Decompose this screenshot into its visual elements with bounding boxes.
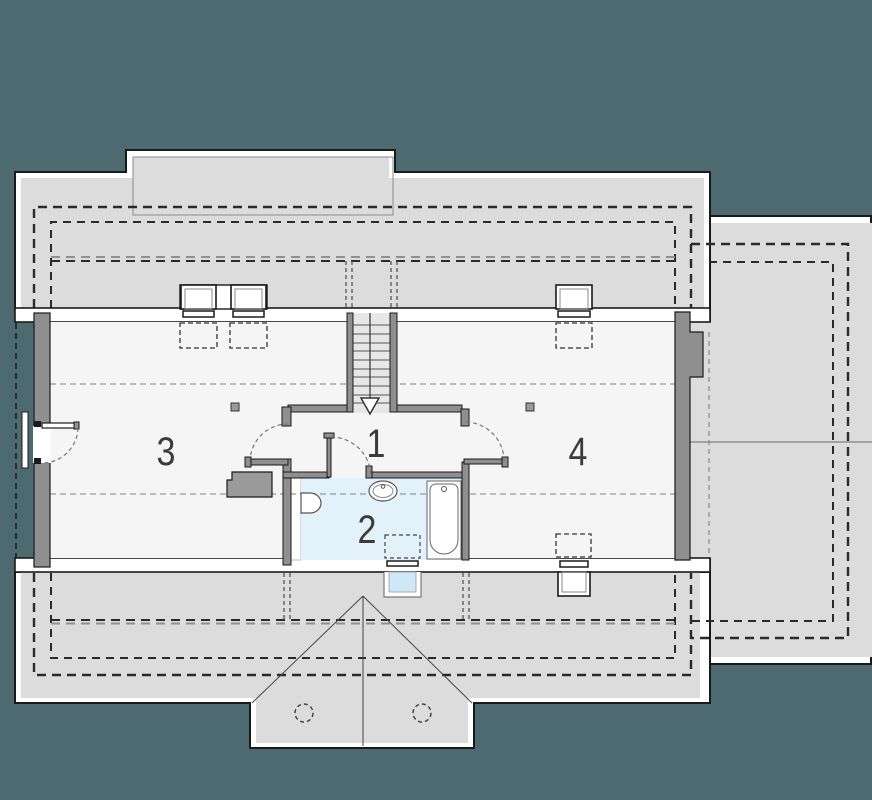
dormer-hip-right xyxy=(362,595,473,704)
chimney-box-inner xyxy=(184,288,213,310)
garage-eaves-dashed-outer xyxy=(691,242,850,640)
stair-treads xyxy=(353,324,390,404)
stairwell-wall-right xyxy=(389,312,398,413)
door-opening xyxy=(33,426,51,463)
chimney-dashed-projection xyxy=(179,322,218,349)
door-leaf-cap xyxy=(323,432,335,439)
interior-walls xyxy=(281,312,470,566)
eaves-dashed-inner-top xyxy=(50,221,676,308)
hall-wall-right xyxy=(396,404,463,413)
door-swing-arc xyxy=(330,436,372,478)
exterior-wall-right-gable xyxy=(674,311,704,561)
room-label-1: 1 xyxy=(367,420,386,465)
chimney-wall-vent xyxy=(232,310,265,318)
garage-eaves-dashed-inner xyxy=(691,261,834,622)
column-marker xyxy=(230,402,240,412)
hall-wall-left xyxy=(287,404,348,413)
door-jamb xyxy=(281,406,292,427)
door-jamb xyxy=(34,421,41,427)
balcony-rail xyxy=(21,411,29,469)
bathroom-dashed-projection xyxy=(384,534,421,559)
door-swing-arc xyxy=(249,423,289,463)
roof-top-surface xyxy=(21,157,704,309)
garage-roof-surface xyxy=(711,223,872,657)
bathroom-ledge xyxy=(290,477,302,561)
room-label-4: 4 xyxy=(569,428,588,473)
roof-opening-circle-left xyxy=(294,703,314,723)
door-jamb xyxy=(460,408,470,427)
bathtub-tap xyxy=(441,486,447,492)
chimney-box-inner xyxy=(559,288,589,310)
chimney-bottom xyxy=(555,533,592,597)
chimney-box-inner xyxy=(561,571,587,593)
door-leaf-cap xyxy=(73,421,80,430)
dormer-hip-left xyxy=(251,595,364,704)
roof-window-sill xyxy=(386,560,419,567)
bathtub-basin xyxy=(429,483,459,555)
door-leaf-cap xyxy=(501,456,509,468)
room-label-3: 3 xyxy=(157,428,176,473)
toilet xyxy=(300,492,322,514)
chimney-dashed-projection xyxy=(229,322,268,349)
eaves-dashed-outer xyxy=(32,205,850,677)
bathroom-wall-right xyxy=(461,461,470,561)
stair-treads-area xyxy=(353,313,390,413)
bathroom-wall-top-left xyxy=(282,471,330,479)
eaves-dashed-outer-top xyxy=(32,205,693,308)
dormer-triangle xyxy=(251,595,473,746)
door-leaf-cap xyxy=(244,456,252,468)
room-labels: 1 2 3 4 xyxy=(157,420,588,551)
room-label-2: 2 xyxy=(358,506,377,551)
interior-doors xyxy=(244,421,509,478)
column-marker xyxy=(525,402,535,412)
chimney-wall-vent xyxy=(559,560,589,568)
roof-opening-circle-right xyxy=(412,703,432,723)
staircase xyxy=(353,313,390,416)
roof-window-glass xyxy=(388,571,417,593)
bathroom-roof-window xyxy=(383,560,422,598)
stairwell-wall-left xyxy=(346,312,354,413)
chimney-dashed-projection xyxy=(555,533,592,558)
chimney-dashed-projection xyxy=(555,322,593,349)
garage-roof-strip xyxy=(690,322,712,558)
chimney-wall-vent xyxy=(557,310,591,318)
eaves-dashed-outer-bottom xyxy=(32,573,693,677)
exterior-wall-bottom xyxy=(14,557,711,573)
washbasin-tap xyxy=(380,484,386,489)
door-leaf xyxy=(463,458,505,465)
door-swing-arc xyxy=(41,427,79,464)
garage-roof xyxy=(690,215,872,665)
door-leaf xyxy=(326,434,332,478)
door-leaf xyxy=(41,422,79,429)
bathroom-fixtures xyxy=(300,480,462,560)
door-swing-arc xyxy=(464,421,505,462)
wardrobe-block xyxy=(226,471,273,498)
roof-top xyxy=(14,149,711,311)
dormer-box-inner-line xyxy=(132,156,394,216)
door-jamb xyxy=(34,458,41,464)
bathroom-wall-top-right xyxy=(365,471,463,479)
door-leaf xyxy=(246,458,289,466)
wall-projection-dashes xyxy=(283,261,470,620)
chimney-box-inner xyxy=(234,288,263,310)
stair-down-arrow-icon xyxy=(359,397,381,416)
chimney-wall-vent xyxy=(182,310,215,318)
chimneys-top xyxy=(179,284,593,349)
left-gable-door xyxy=(21,411,80,469)
